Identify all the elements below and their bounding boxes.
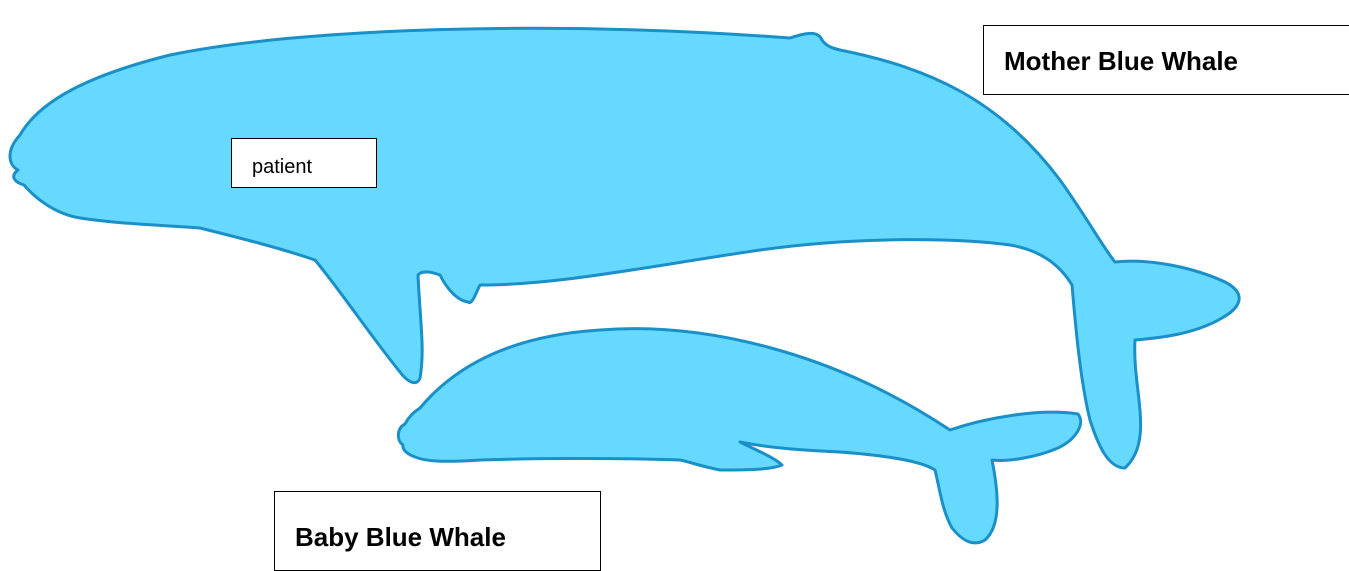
baby-whale-label-text: Baby Blue Whale xyxy=(295,522,506,552)
patient-label-text: patient xyxy=(252,156,312,178)
baby-whale-label: Baby Blue Whale xyxy=(274,491,601,571)
patient-label: patient xyxy=(231,138,377,188)
mother-whale-label: Mother Blue Whale xyxy=(983,25,1349,95)
mother-whale-label-text: Mother Blue Whale xyxy=(1004,46,1238,76)
